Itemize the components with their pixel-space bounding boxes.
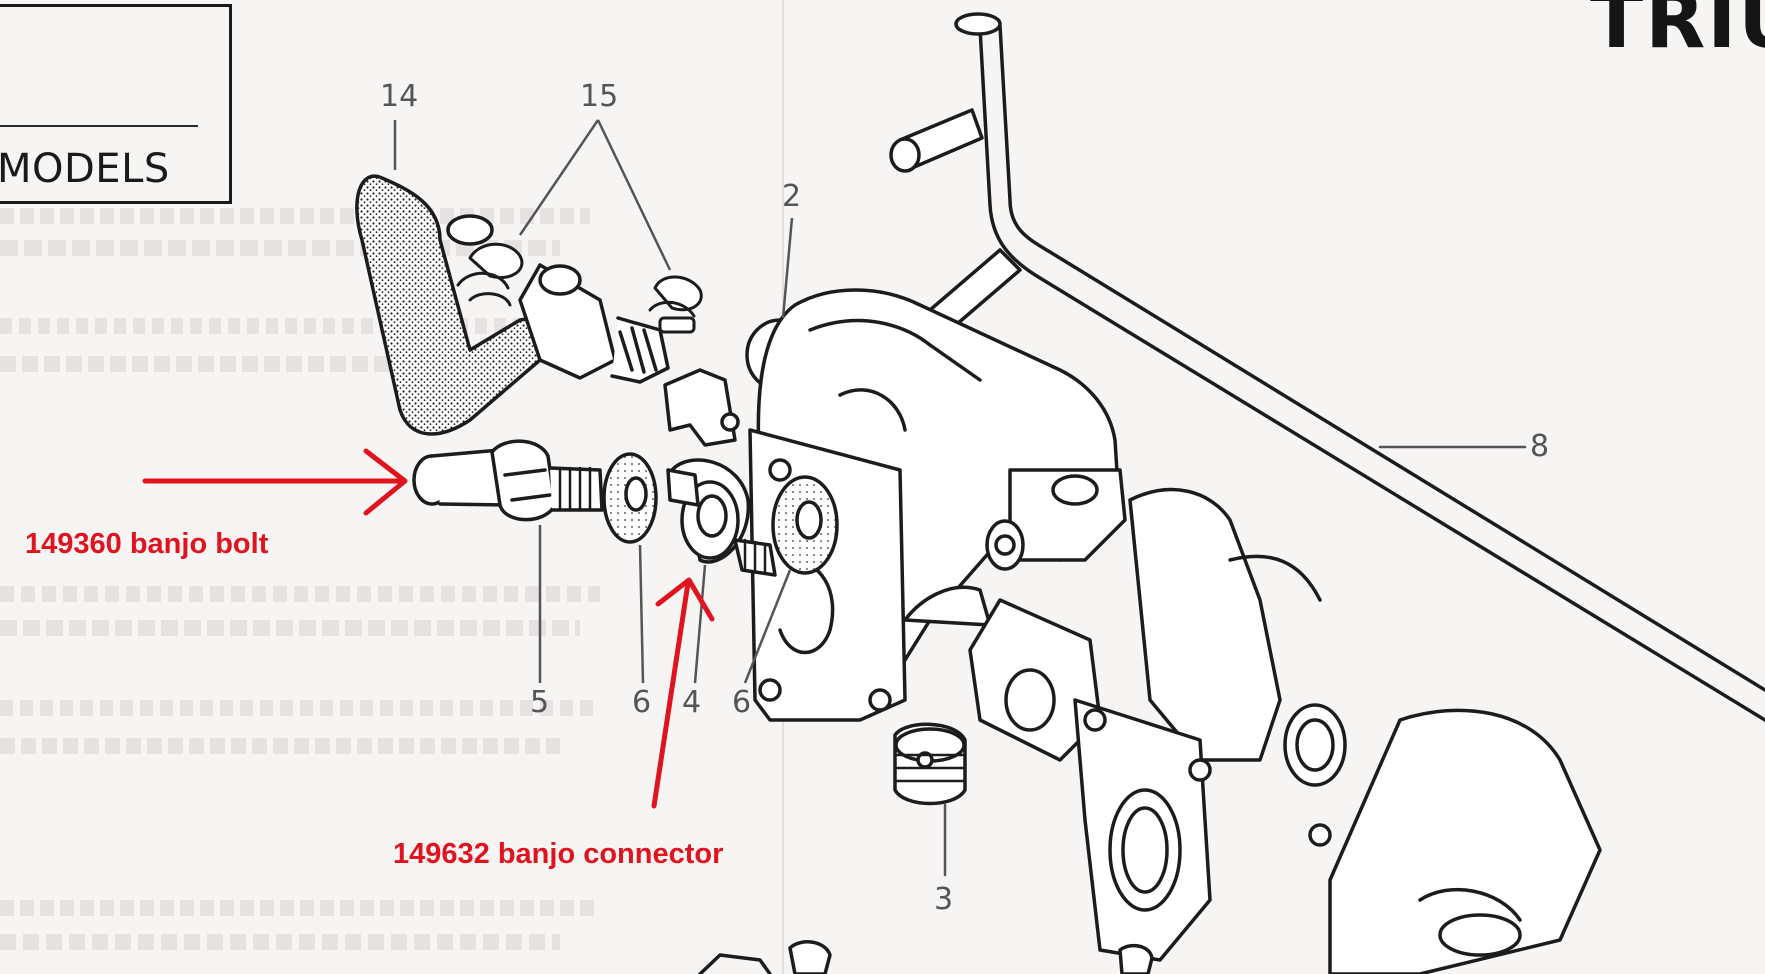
- banjo-connector-annotation: 149632 banjo connector: [393, 838, 724, 870]
- callout-15-leader-b: [596, 119, 672, 271]
- part-6-washer-left: [602, 452, 658, 544]
- part-3-plug: [893, 722, 967, 806]
- callout-2: 2: [782, 179, 802, 214]
- models-label: MODELS: [0, 146, 170, 192]
- title-box: MODELS: [0, 4, 232, 204]
- callout-15: 15: [580, 79, 619, 114]
- banjo-bolt-annotation: 149360 banjo bolt: [25, 528, 269, 560]
- part-4-banjo-connector: [666, 458, 777, 577]
- callout-6-left: 6: [632, 685, 652, 720]
- part-15-hose-clips: [456, 242, 703, 334]
- banjo-connector-arrow: [651, 577, 715, 809]
- callout-15-leader-a: [518, 119, 600, 236]
- part-6-washer-right: [771, 475, 839, 575]
- callout-6b-leader: [743, 569, 792, 684]
- hose-adaptor: [518, 263, 670, 384]
- callout-2-leader: [781, 217, 794, 319]
- part-5-banjo-bolt: [412, 439, 604, 522]
- stud-bottom: [698, 940, 1154, 974]
- part-8-pipe: [889, 12, 1765, 722]
- callout-4-leader: [693, 564, 707, 684]
- banjo-bolt-arrow: [142, 448, 408, 516]
- callout-6a-leader: [638, 544, 645, 684]
- bleed-through-text: [0, 0, 600, 974]
- callout-3: 3: [934, 882, 954, 917]
- title-rule: [0, 125, 198, 127]
- mounting-bracket: [663, 368, 737, 447]
- callout-4: 4: [682, 685, 702, 720]
- callout-14: 14: [380, 79, 419, 114]
- brand-title: TRIU: [1590, 0, 1765, 66]
- callout-8: 8: [1530, 429, 1550, 464]
- inlet-manifold-body: [748, 288, 1602, 974]
- callout-5: 5: [530, 685, 550, 720]
- callout-6-right: 6: [732, 685, 752, 720]
